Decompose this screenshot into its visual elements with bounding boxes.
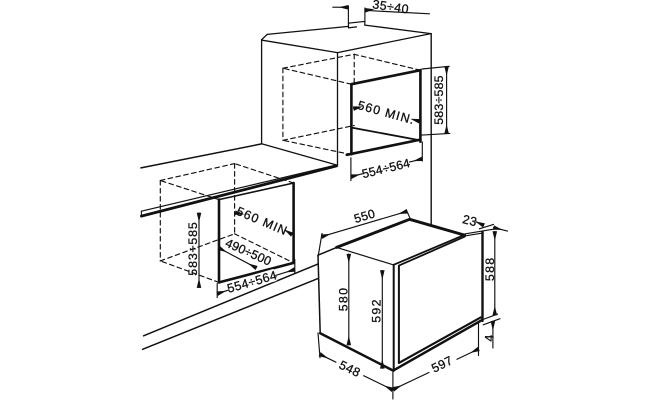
svg-text:4: 4 <box>482 334 496 341</box>
svg-text:560 MIN: 560 MIN <box>234 204 290 238</box>
svg-text:35÷40: 35÷40 <box>372 0 410 17</box>
svg-text:554÷564: 554÷564 <box>360 156 411 181</box>
svg-text:580: 580 <box>337 287 351 312</box>
svg-text:583÷585: 583÷585 <box>432 75 446 125</box>
svg-text:592: 592 <box>369 298 383 323</box>
svg-text:560 MIN.: 560 MIN. <box>356 98 417 127</box>
svg-text:23: 23 <box>461 212 479 229</box>
svg-text:588: 588 <box>483 257 497 282</box>
svg-text:583÷585: 583÷585 <box>186 221 200 275</box>
svg-text:550: 550 <box>352 206 377 226</box>
